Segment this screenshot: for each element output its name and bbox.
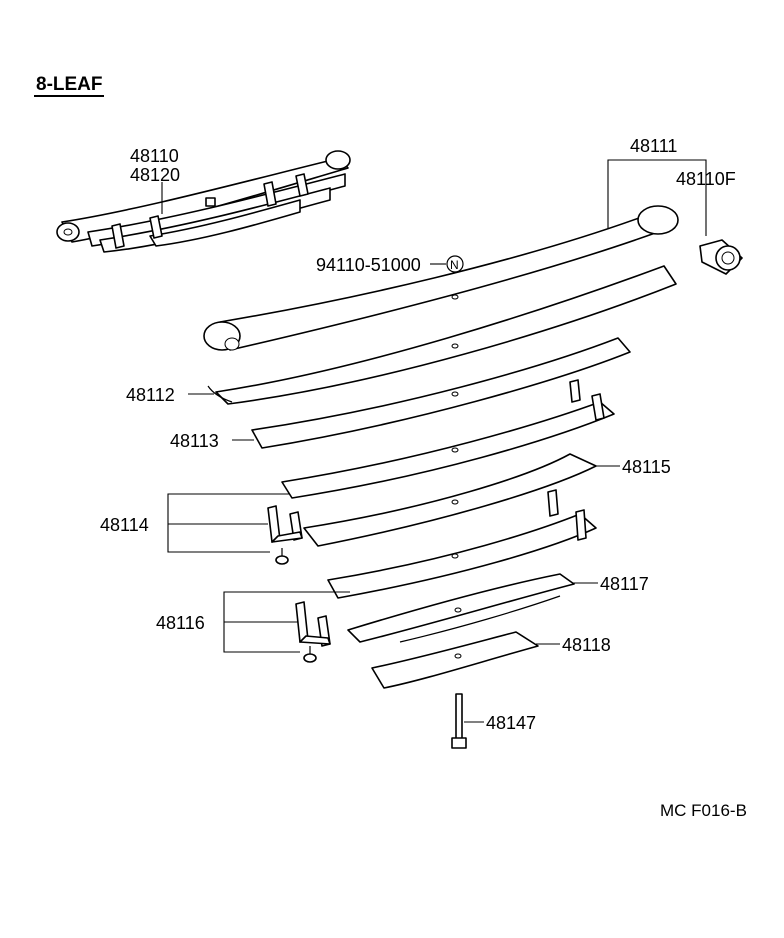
- label-48147: 48147: [486, 713, 536, 733]
- label-48113: 48113: [170, 431, 219, 451]
- label-94110-51000: 94110-51000: [316, 255, 421, 275]
- leader-48111: [607, 159, 707, 236]
- marker-n: N: [450, 258, 459, 272]
- leaf-48115: [281, 401, 615, 499]
- leaf-48115-hole: [451, 447, 459, 453]
- label-48118: 48118: [562, 635, 611, 655]
- diagram-code: MC F016-B: [660, 801, 747, 820]
- rivet-48114: [275, 548, 289, 565]
- leaf-48118-hole: [454, 653, 462, 659]
- leaf-48113-hole: [451, 391, 459, 397]
- rear-clip-lower-side: [575, 509, 587, 541]
- label-48117: 48117: [600, 574, 649, 594]
- rivet-48116: [303, 646, 317, 663]
- leaf-48117: [347, 573, 575, 643]
- marker-n-circle: [446, 255, 464, 273]
- label-48111: 48111: [630, 136, 677, 156]
- rear-clip-upper-side: [591, 393, 605, 421]
- label-48115: 48115: [622, 457, 671, 477]
- main-leaf-48111: [203, 205, 679, 351]
- rear-clip-upper: [569, 379, 581, 403]
- label-48110: 48110: [130, 146, 179, 166]
- label-48112: 48112: [126, 385, 175, 405]
- leaf-6: [327, 513, 597, 599]
- leaf-48112-hole: [451, 343, 459, 349]
- leaf-48117-edge: [399, 595, 561, 643]
- leader-48114: [167, 493, 290, 553]
- leaf-48112-tip: [207, 385, 233, 403]
- diagram-title: 8-LEAF: [36, 74, 103, 95]
- label-48120: 48120: [130, 165, 180, 185]
- center-bolt-48147: [451, 693, 467, 749]
- leaf-6-hole: [451, 553, 459, 559]
- label-48116: 48116: [156, 613, 205, 633]
- leaf-48112: [215, 265, 677, 405]
- rear-clip-lower: [547, 489, 559, 517]
- spring-assembly-illustration: [56, 150, 351, 253]
- leaf-48113: [251, 337, 631, 449]
- bushing-48110f: [699, 239, 743, 275]
- leaf-5: [303, 453, 597, 547]
- leaf-48117-hole: [454, 607, 462, 613]
- leaf-48118: [371, 631, 539, 689]
- clip-48116: [295, 601, 331, 647]
- label-48114: 48114: [100, 515, 149, 535]
- clip-48114: [267, 505, 303, 543]
- leaf-5-hole: [451, 499, 459, 505]
- label-48110f: 48110F: [676, 169, 736, 189]
